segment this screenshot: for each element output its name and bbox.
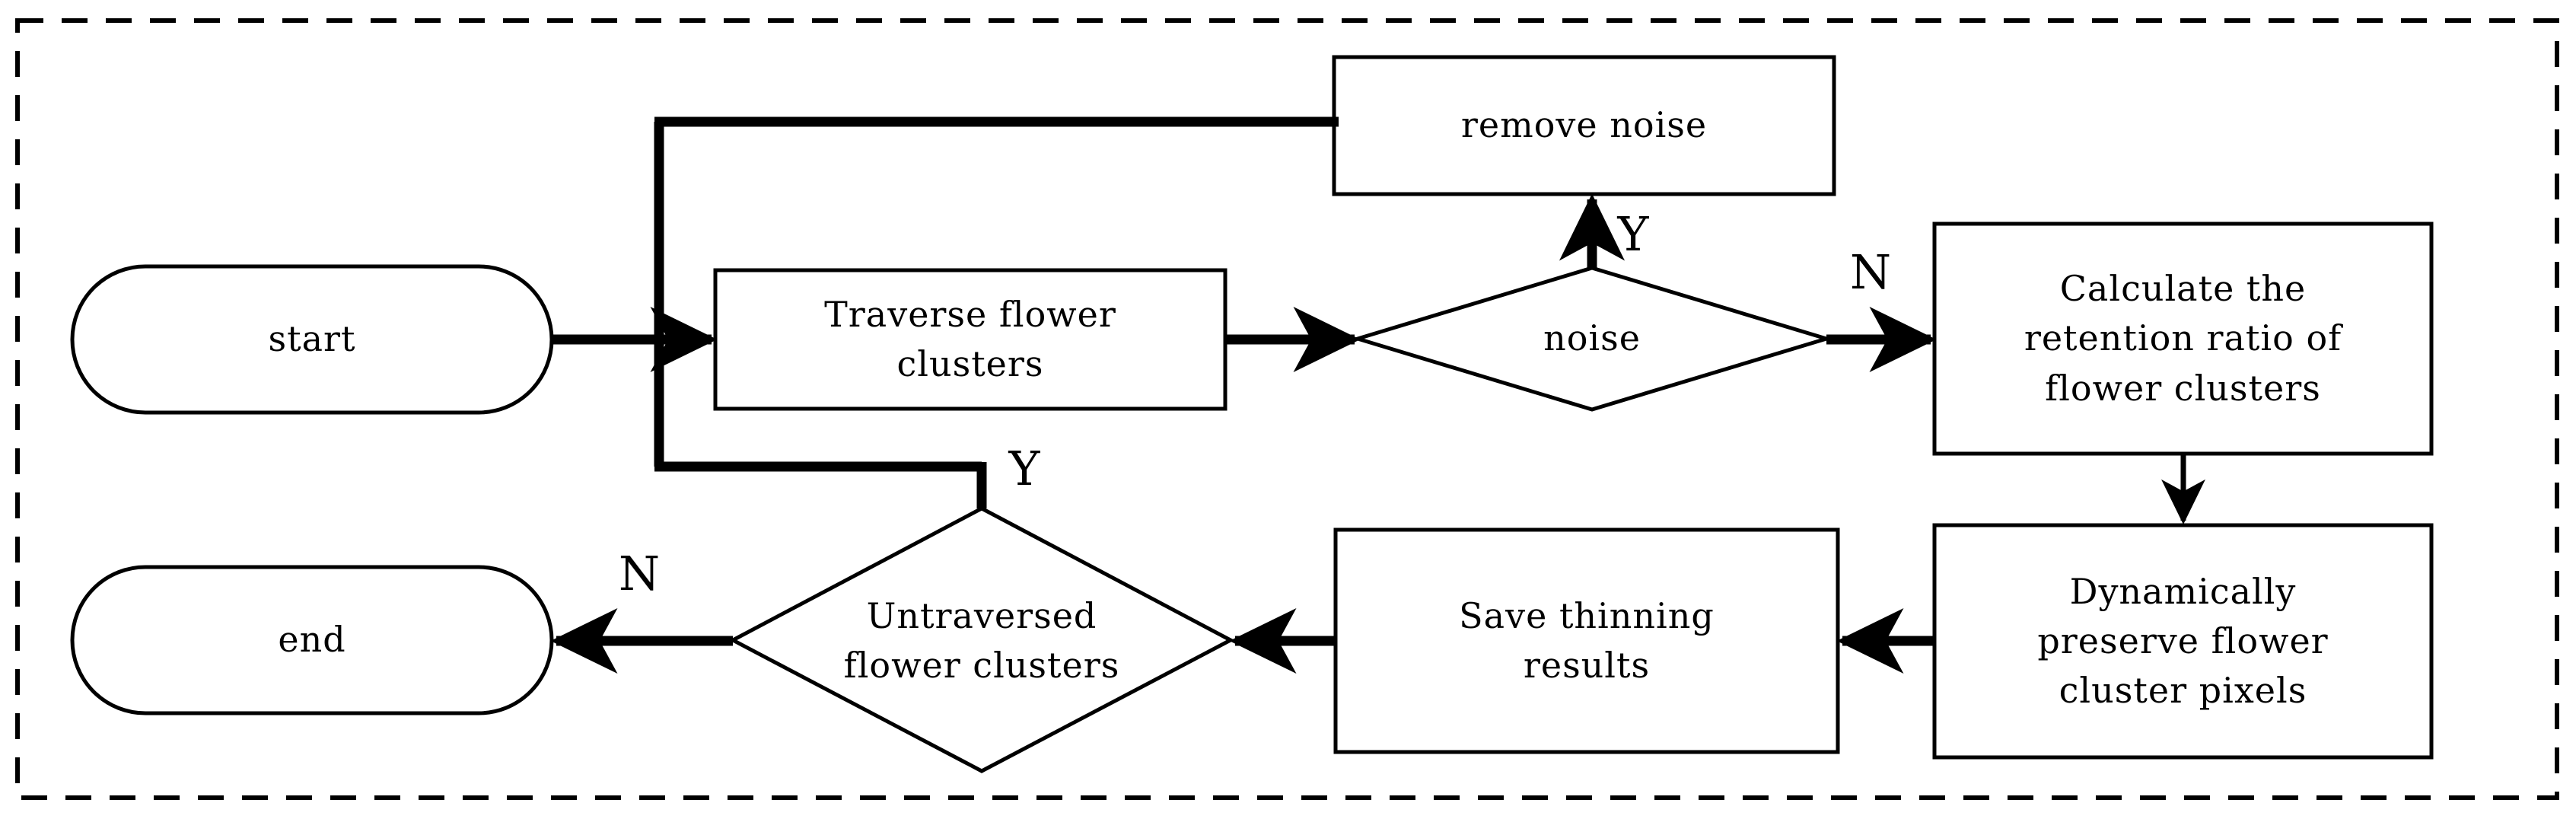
- node-save-thinning-results: [1333, 527, 1840, 754]
- node-dynamically-preserve: [1932, 523, 2434, 760]
- node-traverse: [713, 268, 1228, 411]
- node-start: [70, 264, 554, 415]
- node-noise: [1351, 266, 1833, 412]
- diagram-border: [15, 18, 2559, 800]
- node-end: [70, 565, 554, 715]
- node-calculate-retention-ratio: [1932, 221, 2434, 456]
- node-remove-noise: [1332, 55, 1836, 196]
- node-untraversed: [728, 506, 1235, 773]
